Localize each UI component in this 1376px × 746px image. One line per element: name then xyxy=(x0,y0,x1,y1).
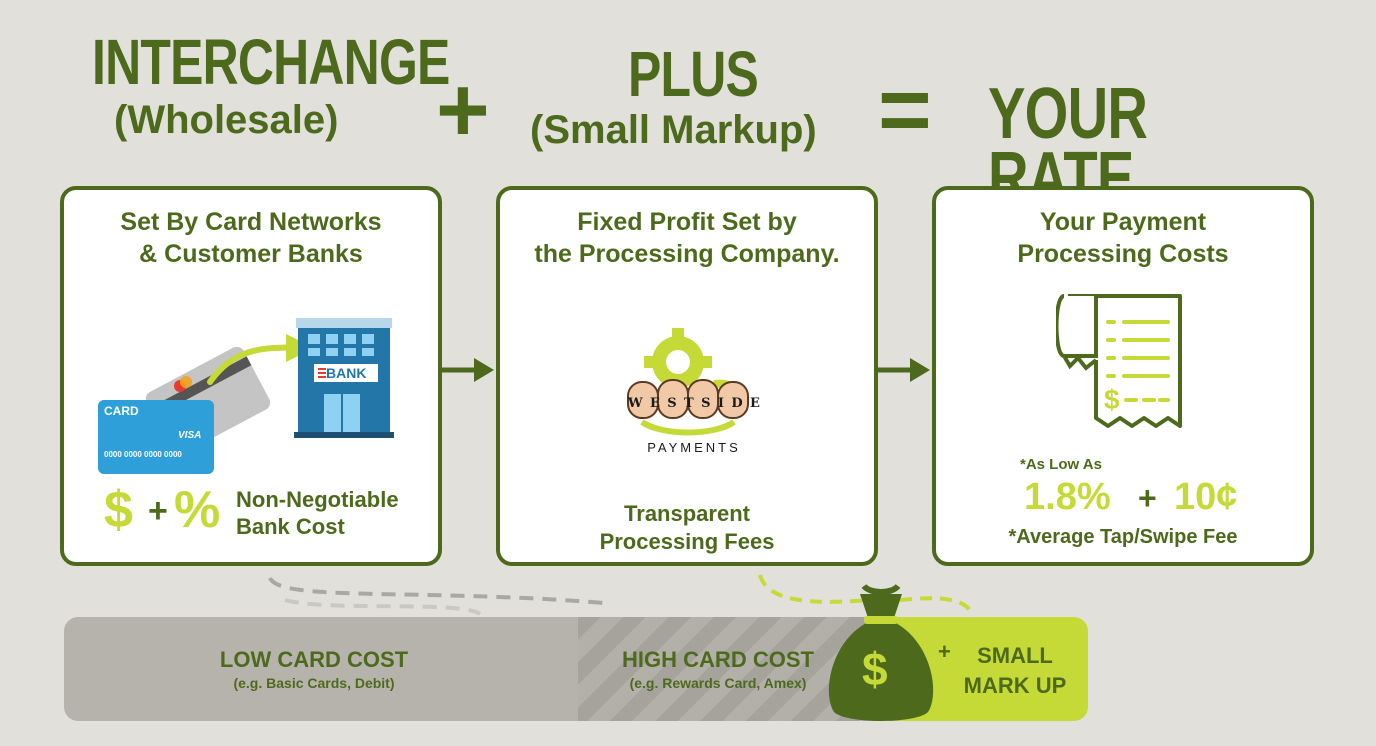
rate-percent: 1.8% xyxy=(1024,476,1111,518)
rate-footnote: *Average Tap/Swipe Fee xyxy=(1008,526,1238,548)
interchange-heading: INTERCHANGE xyxy=(92,26,450,98)
arrow-right-icon xyxy=(442,358,494,382)
equals-operator: = xyxy=(878,59,932,161)
plus-operator: + xyxy=(436,59,490,161)
plus-subheading: (Small Markup) xyxy=(530,108,817,152)
rate-plus: + xyxy=(1138,480,1157,516)
plus-symbol: + xyxy=(148,492,168,530)
visa-logo: VISA xyxy=(178,430,202,441)
bank-cost-line2: Bank Cost xyxy=(236,514,345,539)
logo-letter: S xyxy=(667,396,677,411)
markup-line1: SMALL xyxy=(977,643,1053,668)
dollar-symbol: $ xyxy=(104,481,133,539)
rate-cents: 10¢ xyxy=(1174,476,1238,518)
card-number: 0000 0000 0000 0000 xyxy=(104,450,182,459)
markup-plus: + xyxy=(938,639,951,664)
as-low-as-label: *As Low As xyxy=(1020,456,1102,473)
fees-line1: Transparent xyxy=(624,501,750,526)
plus-heading: PLUS xyxy=(628,38,759,110)
low-cost-bar: LOW CARD COST (e.g. Basic Cards, Debit) xyxy=(64,617,578,721)
interchange-subheading: (Wholesale) xyxy=(114,98,339,142)
card-title-line1: Your Payment xyxy=(1039,208,1207,236)
money-bag-icon xyxy=(828,584,934,721)
high-cost-subtitle: (e.g. Rewards Card, Amex) xyxy=(629,675,807,691)
low-cost-subtitle: (e.g. Basic Cards, Debit) xyxy=(233,675,395,691)
arrow-right-icon xyxy=(878,358,930,382)
logo-letter: E xyxy=(750,396,760,411)
money-bag-dollar: $ xyxy=(862,643,888,695)
percent-symbol: % xyxy=(174,481,221,539)
card-processor-profit: Fixed Profit Set by the Processing Compa… xyxy=(496,186,878,566)
card-title-line2: & Customer Banks xyxy=(139,240,363,268)
card-title-line2: Processing Costs xyxy=(1017,240,1229,268)
fees-line2: Processing Fees xyxy=(599,529,775,554)
low-cost-title: LOW CARD COST xyxy=(219,647,409,672)
logo-letter: D xyxy=(731,396,743,411)
card-network-costs: Set By Card Networks & Customer Banks xyxy=(60,186,442,566)
logo-letter: I xyxy=(717,396,724,411)
high-cost-title: HIGH CARD COST xyxy=(622,647,814,672)
card-your-rate: Your Payment Processing Costs $ *As Low … xyxy=(932,186,1314,566)
logo-letter: T xyxy=(684,396,694,411)
westside-payments-logo xyxy=(627,328,749,436)
bank-cost-line1: Non-Negotiable xyxy=(236,487,399,512)
logo-letter: S xyxy=(701,396,711,411)
markup-line2: MARK UP xyxy=(963,673,1067,698)
card-to-bank-illustration xyxy=(98,318,394,474)
receipt-dollar-icon: $ xyxy=(1104,384,1120,415)
card-title-line1: Set By Card Networks xyxy=(120,208,382,236)
high-cost-bar: HIGH CARD COST (e.g. Rewards Card, Amex) xyxy=(578,617,878,721)
logo-letter: E xyxy=(649,396,660,411)
card-title-line2: the Processing Company. xyxy=(534,240,840,268)
receipt-icon xyxy=(1056,294,1182,428)
card-label: CARD xyxy=(104,404,139,418)
card-title-line1: Fixed Profit Set by xyxy=(577,208,797,236)
logo-wordmark: PAYMENTS xyxy=(647,440,741,455)
logo-letter: W xyxy=(628,396,643,411)
bank-sign: BANK xyxy=(326,365,367,381)
